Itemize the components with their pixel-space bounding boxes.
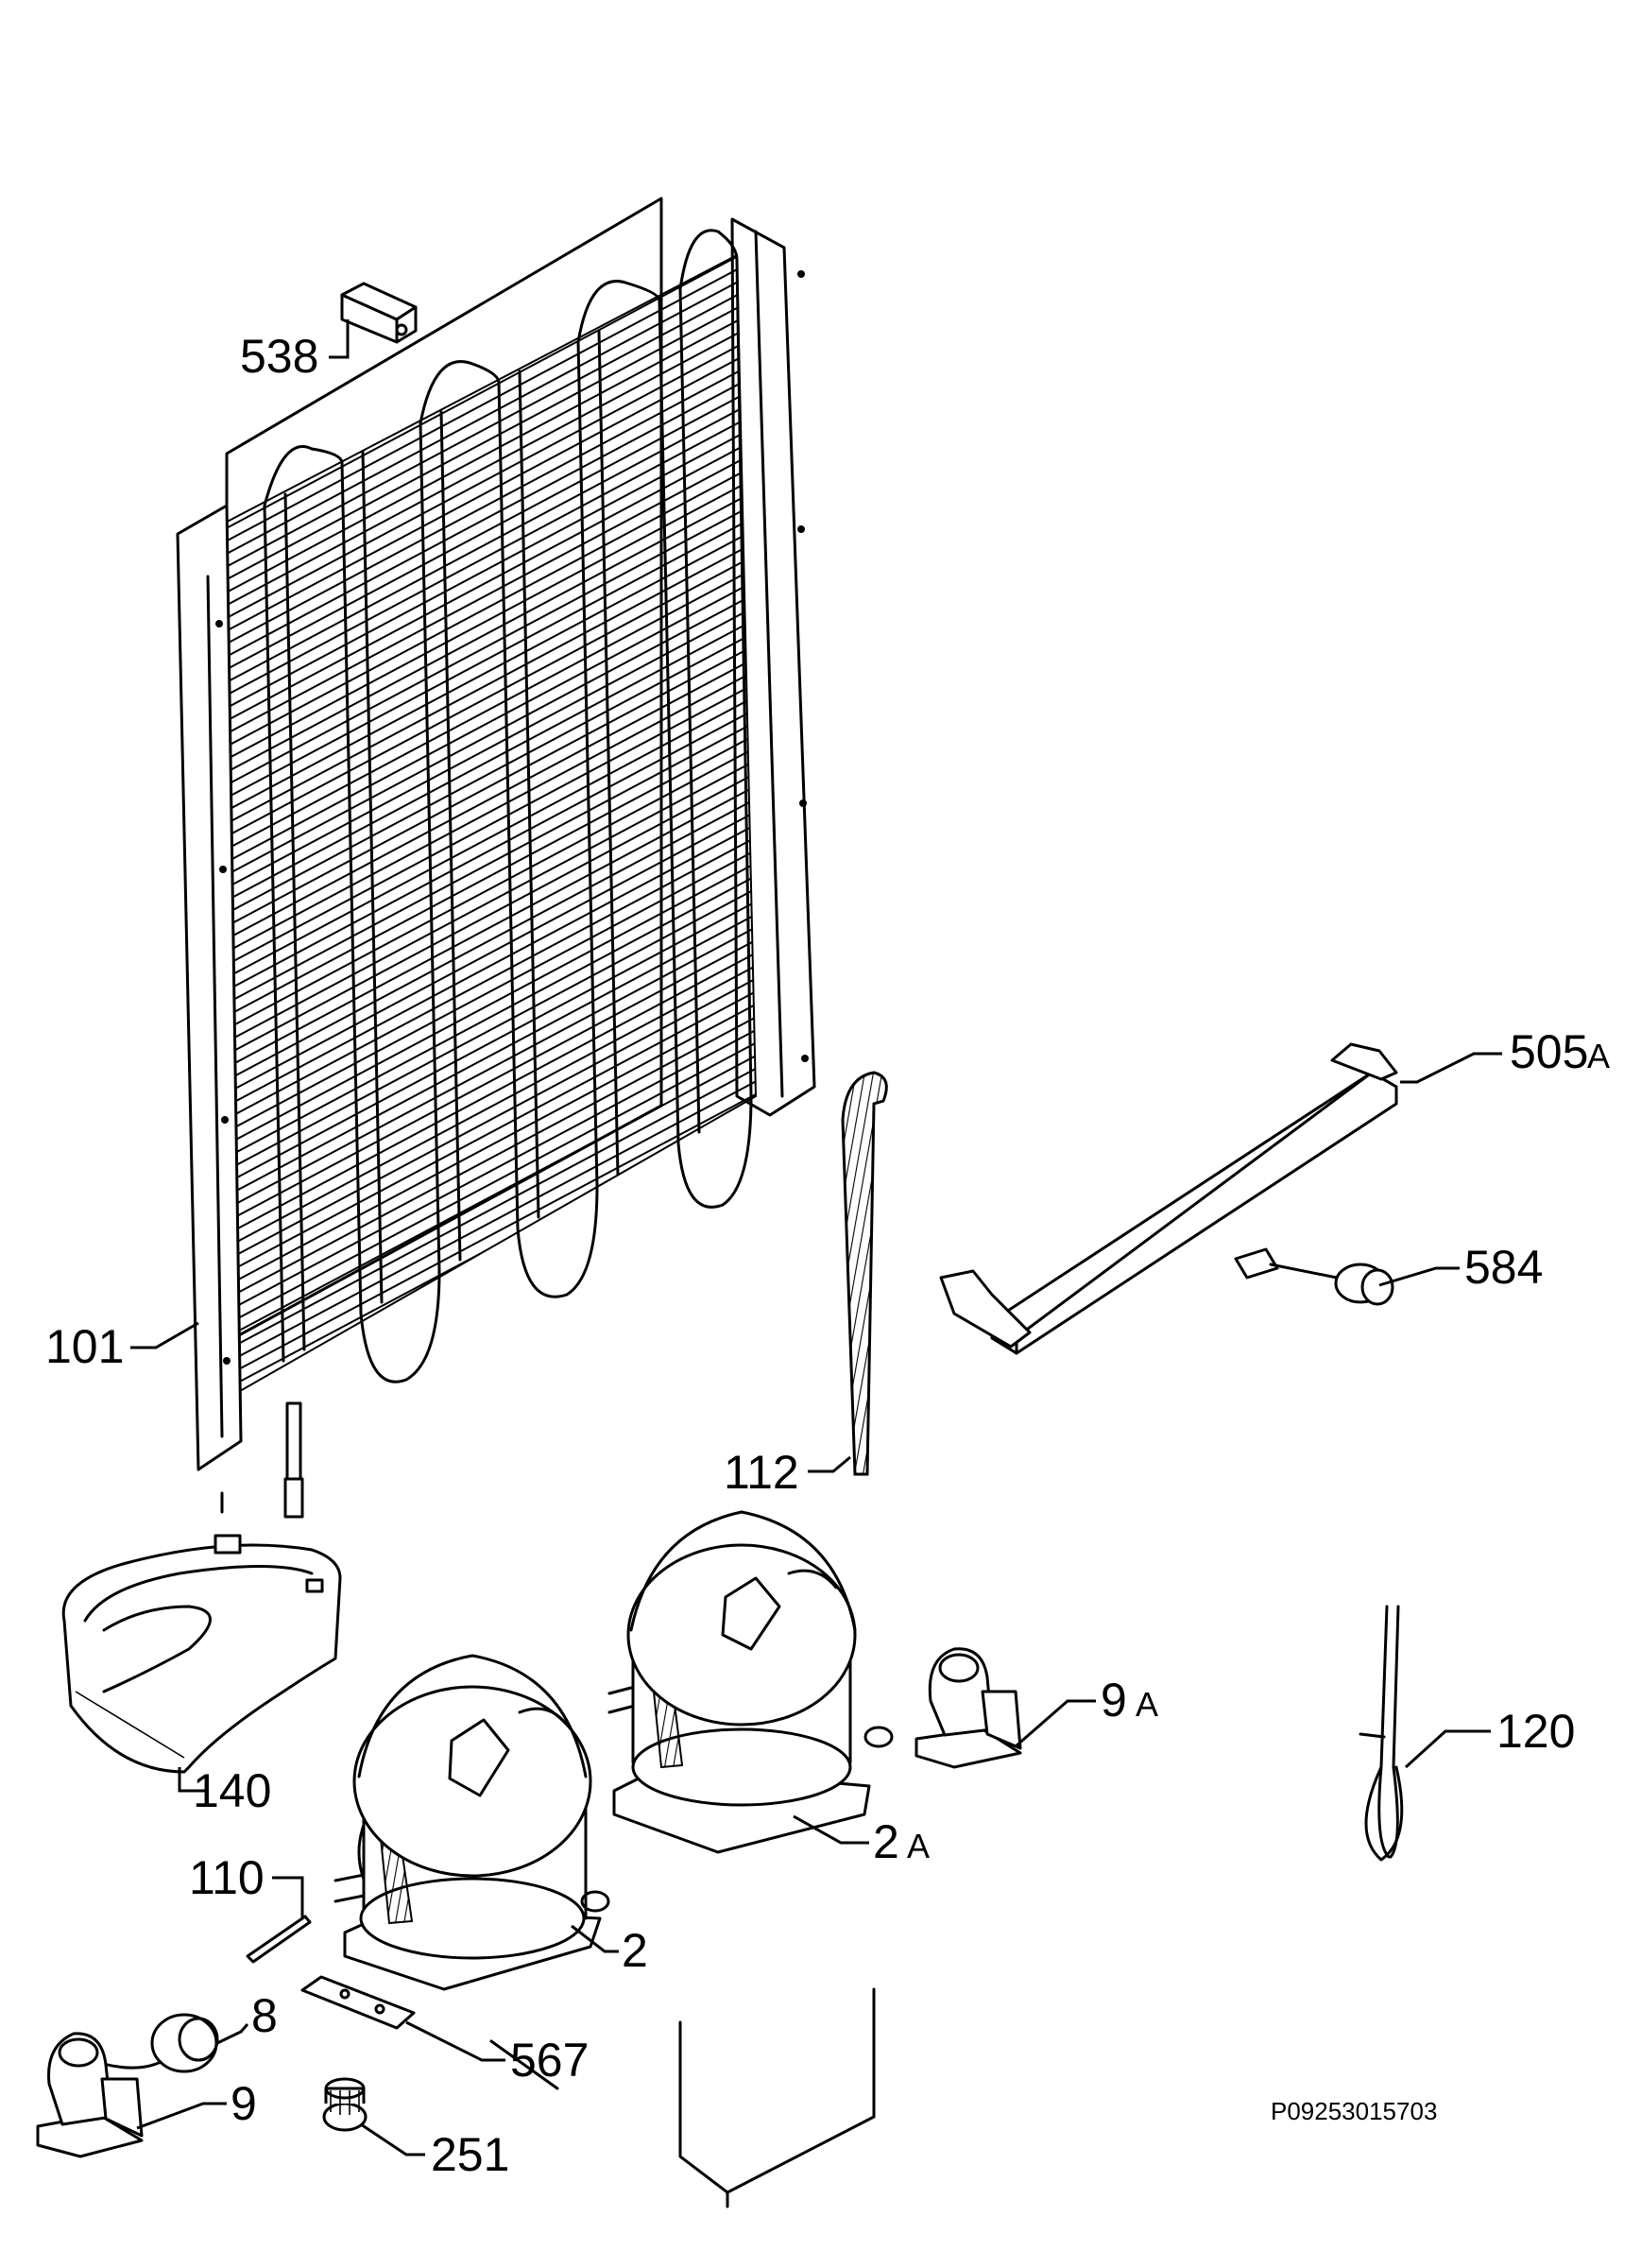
rail-part-505a	[939, 1042, 1398, 1355]
condenser-part	[176, 197, 816, 1519]
callout-505a-suffix: A	[1587, 1037, 1610, 1075]
drawing-code: P09253015703	[1271, 2097, 1437, 2125]
callout-110: 110	[189, 1851, 265, 1904]
grommet-part-251	[322, 2077, 368, 2132]
callout-505a: 505	[1510, 1025, 1588, 1078]
clip-part-538	[340, 282, 418, 344]
overload-protector-part-8	[83, 2013, 219, 2073]
compressor-part-2	[333, 1654, 610, 1991]
callout-584: 584	[1464, 1241, 1543, 1294]
callout-112: 112	[724, 1446, 799, 1499]
callout-9: 9	[231, 2077, 257, 2130]
callout-2a: 2	[873, 1815, 899, 1868]
callout-120: 120	[1496, 1705, 1575, 1758]
drip-tray-part-140	[61, 1534, 342, 1774]
compressor-part-2a	[607, 1510, 894, 1854]
harness-part-120	[1359, 1605, 1404, 1862]
relay-part-9	[36, 2032, 144, 2158]
tube-part-112	[841, 1071, 888, 1476]
callout-140: 140	[193, 1764, 271, 1817]
callout-9a: 9	[1101, 1674, 1127, 1727]
leader-lines	[130, 319, 1502, 2156]
callout-2: 2	[622, 1924, 648, 1977]
cabinet-edge	[489, 1987, 876, 2208]
callout-labels: 538 505 A 584 101 112 9 A 120 140 2 A 11…	[45, 330, 1610, 2181]
callout-538: 538	[240, 330, 318, 383]
sensor-part-584	[1234, 1247, 1394, 1306]
plate-part-567	[300, 1975, 416, 2030]
relay-part-9a	[915, 1647, 1022, 1769]
callout-8: 8	[251, 1989, 278, 2042]
callout-2a-suffix: A	[907, 1827, 930, 1865]
pin-part-110	[246, 1915, 312, 1964]
callout-101: 101	[45, 1320, 124, 1373]
callout-9a-suffix: A	[1136, 1685, 1158, 1724]
callout-251: 251	[431, 2128, 509, 2181]
callout-567: 567	[510, 2034, 589, 2087]
